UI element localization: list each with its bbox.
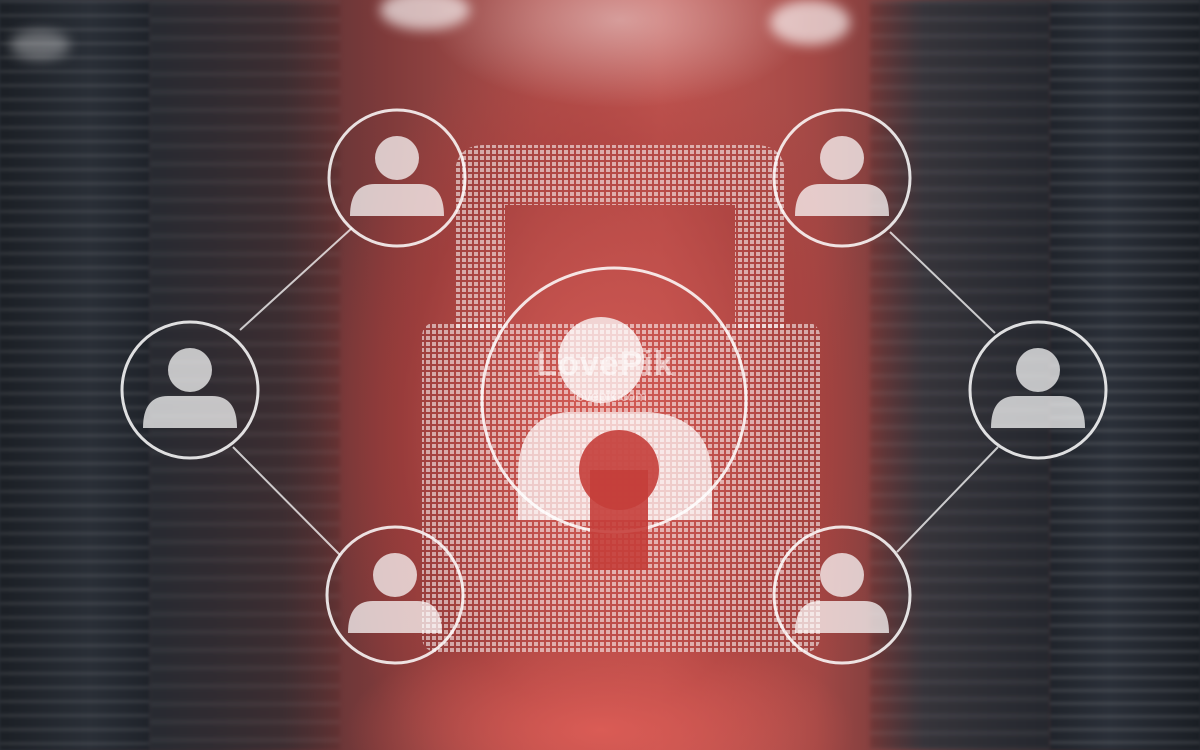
- user-icon: [558, 317, 644, 403]
- user-icon: [350, 136, 444, 216]
- ceiling-light: [770, 0, 850, 45]
- user-node-bottom-right: [772, 525, 912, 665]
- user-icon: [795, 136, 889, 216]
- user-node-top-right: [772, 108, 912, 248]
- user-node-mid-right: [968, 320, 1108, 460]
- user-icon: [143, 348, 237, 428]
- user-node-top-left: [327, 108, 467, 248]
- server-rack-right: [1050, 0, 1200, 750]
- network-lines: [232, 227, 999, 556]
- watermark-url: lovepik.com: [573, 388, 647, 404]
- watermark-logo: LovePik: [536, 345, 674, 383]
- user-icon: [991, 348, 1085, 428]
- center-user-node: [480, 266, 748, 570]
- ceiling-light: [10, 30, 70, 60]
- user-node-mid-left: [120, 320, 260, 460]
- user-node-bottom-left: [325, 525, 465, 665]
